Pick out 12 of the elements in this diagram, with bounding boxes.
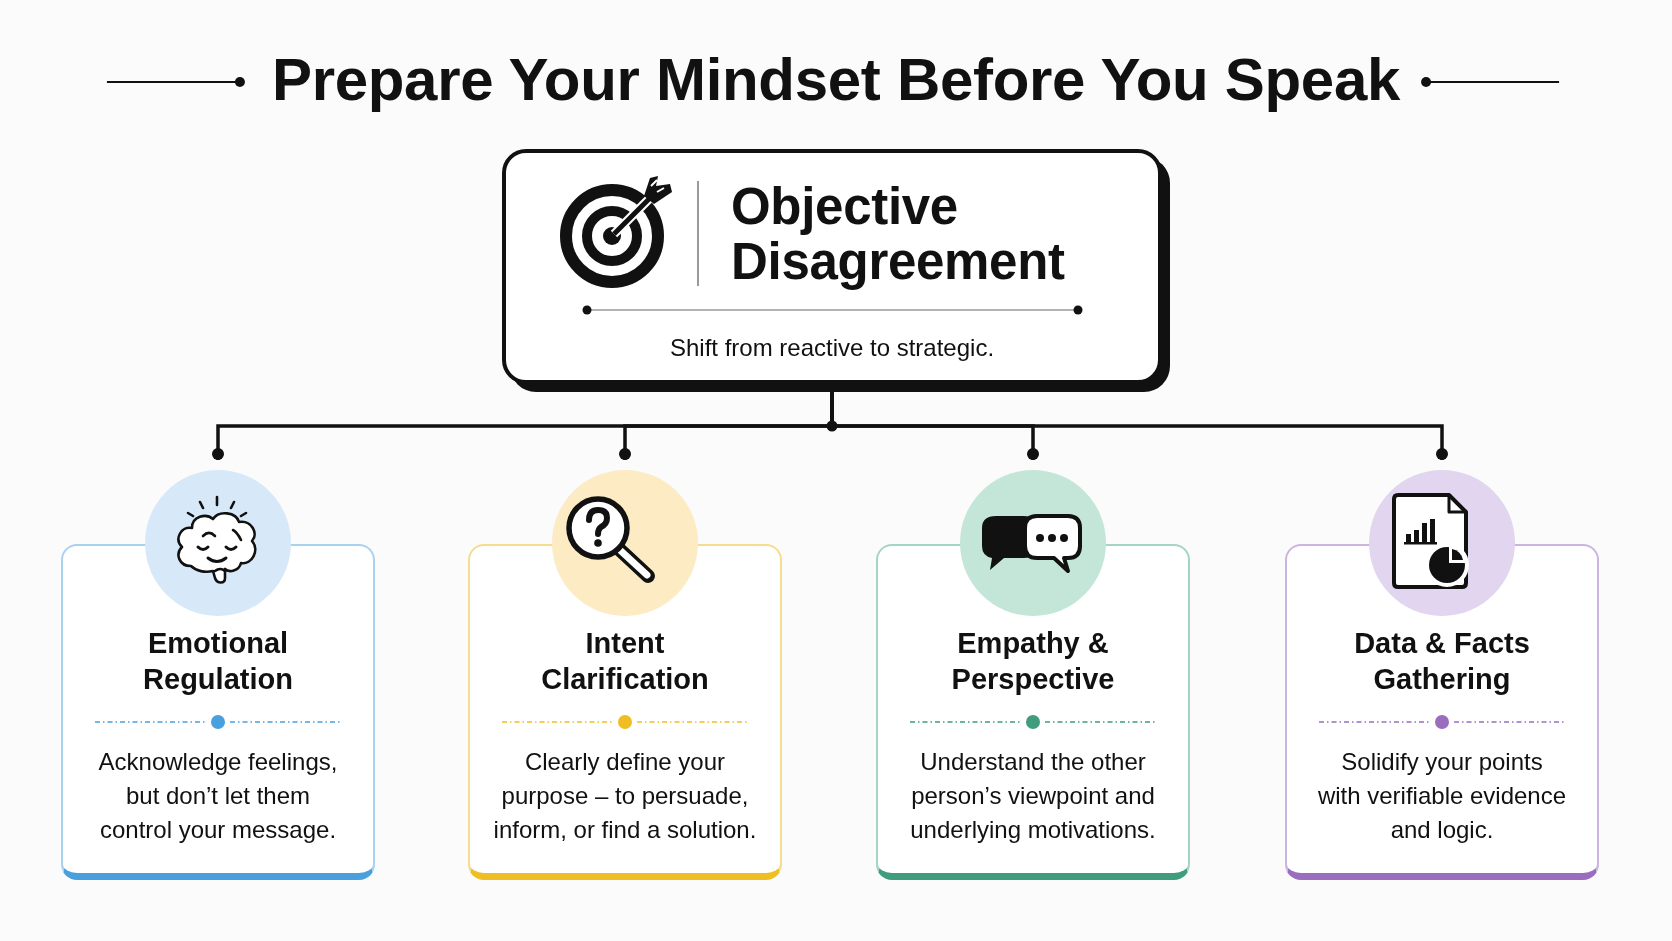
box-subtitle: Shift from reactive to strategic. bbox=[669, 333, 995, 363]
central-box bbox=[502, 149, 1170, 392]
card-text: Clearly define your purpose – to persuade, inform, or find a solution. bbox=[492, 747, 758, 845]
card-heading: Emotional Regulation bbox=[142, 626, 294, 697]
box-heading: Objective Disagreement bbox=[731, 179, 1066, 289]
card-text: Acknowledge feelings, but don’t let them control your message. bbox=[97, 747, 339, 845]
card-heading: Data & Facts Gathering bbox=[1353, 626, 1531, 697]
card-text: Solidify your points with verifiable evidence and logic. bbox=[1317, 747, 1567, 845]
title: Prepare Your Mindset Before You Speak bbox=[271, 45, 1401, 115]
card-text: Understand the other person’s viewpoint and underlying motivations. bbox=[909, 747, 1157, 845]
card-heading: Empathy & Perspective bbox=[950, 626, 1116, 697]
card-heading: Intent Clarification bbox=[540, 626, 710, 697]
